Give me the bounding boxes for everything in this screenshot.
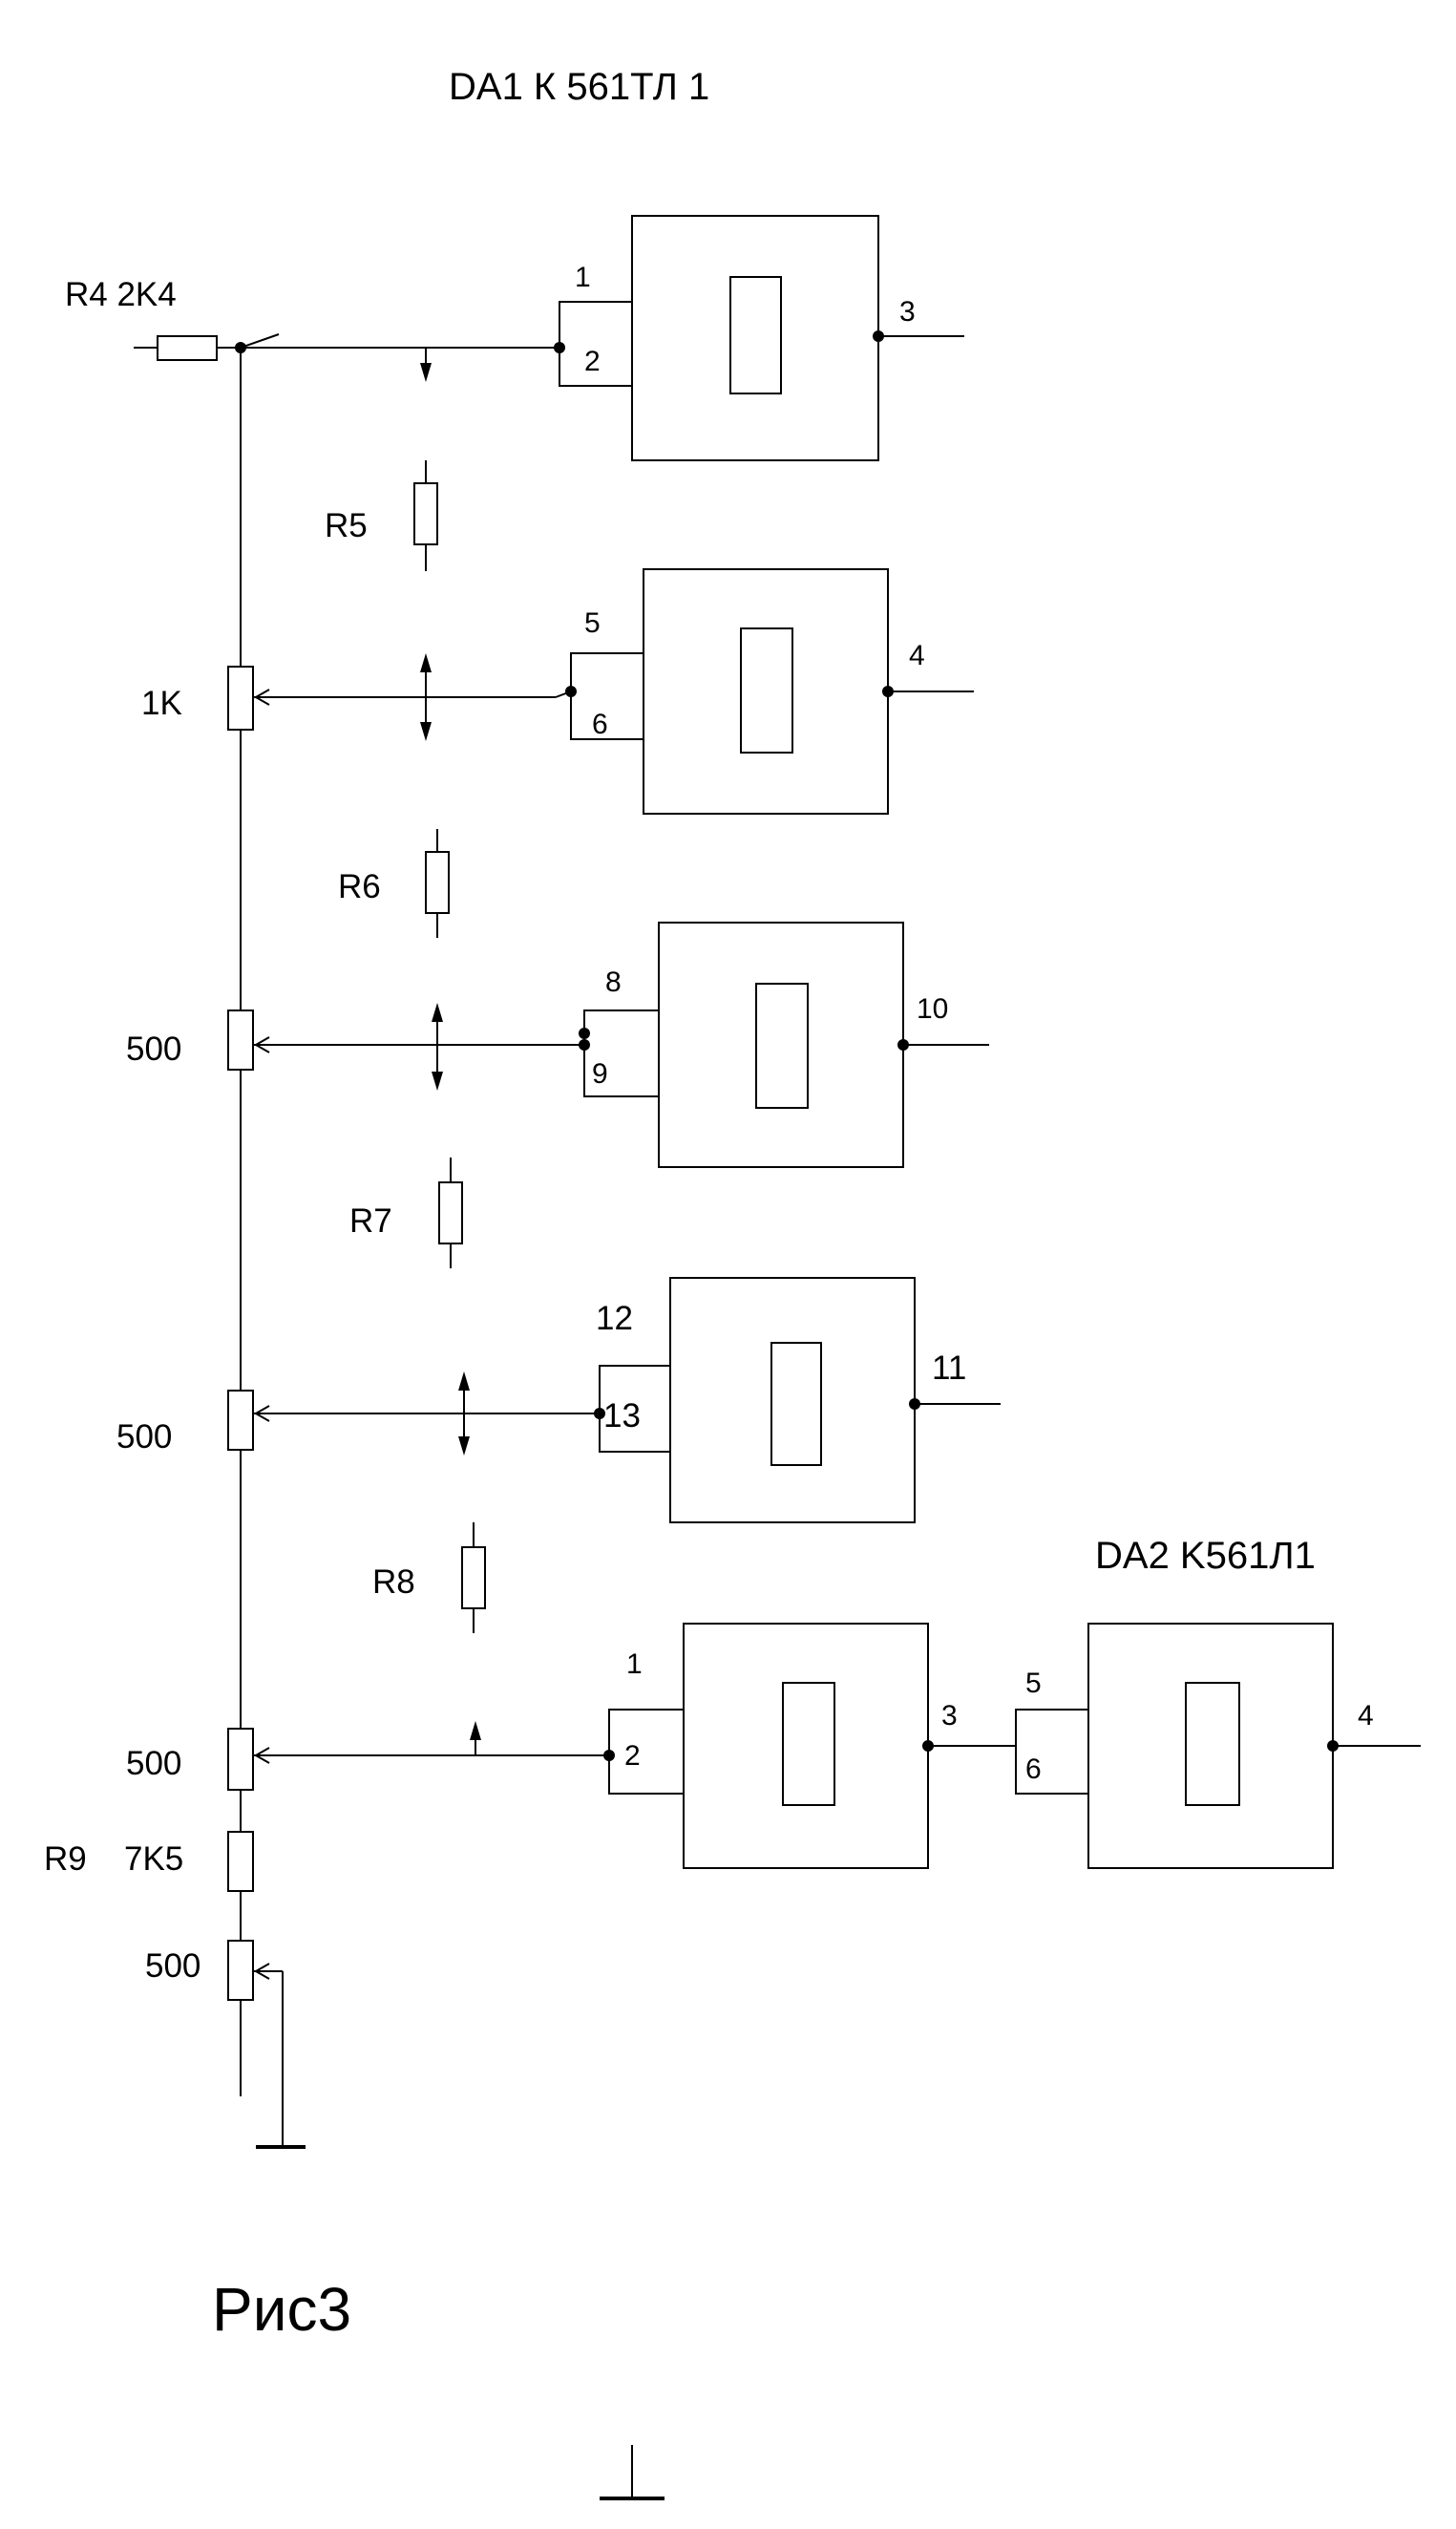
figure-caption: Рис3 — [212, 2275, 351, 2344]
resistor-r8 — [461, 1522, 486, 1633]
pin-label: 4 — [1358, 1700, 1374, 1732]
pin-label: 1 — [575, 262, 591, 293]
arrow-bidirectional-icon — [432, 1003, 443, 1091]
r9-name-label: R9 — [44, 1840, 87, 1878]
da2-title: DA2 K561Л1 — [1095, 1535, 1316, 1577]
resistor-r5 — [413, 460, 438, 571]
gate-da2 — [1015, 1623, 1421, 1869]
resistor-r7 — [438, 1158, 463, 1268]
schmitt-trigger-icon — [1185, 1682, 1240, 1806]
gate-da1-1 — [554, 215, 964, 461]
r9-value-label: 7K5 — [124, 1840, 183, 1878]
schmitt-trigger-icon — [782, 1682, 835, 1806]
pin-label: 8 — [605, 967, 622, 998]
r6-label: R6 — [338, 868, 381, 905]
pot-label: 500 — [126, 1031, 181, 1068]
r8-label: R8 — [372, 1563, 415, 1601]
pin-label: 3 — [941, 1700, 958, 1732]
potentiometer-500 — [227, 1009, 584, 1071]
arrow-up-icon — [470, 1721, 481, 1755]
pin-label: 13 — [603, 1397, 641, 1435]
arrow-bidirectional-icon — [458, 1371, 470, 1456]
gate-da1-2 — [555, 568, 974, 815]
pot-label: 500 — [126, 1745, 181, 1782]
schmitt-trigger-icon — [770, 1342, 822, 1466]
pin-label: 6 — [1025, 1753, 1042, 1785]
pin-label: 2 — [624, 1740, 641, 1772]
gate-da1-5 — [603, 1623, 1016, 1869]
pot-label: 500 — [116, 1418, 172, 1456]
pin-label: 5 — [1025, 1668, 1042, 1699]
pin-label: 1 — [626, 1648, 643, 1680]
gate-da1-3 — [579, 922, 989, 1168]
da1-title: DA1 К 561ТЛ 1 — [449, 66, 709, 108]
r5-label: R5 — [325, 507, 368, 544]
pin-label: 6 — [592, 709, 608, 740]
resistor-r9 — [227, 1831, 254, 1892]
arrow-down-icon — [420, 348, 432, 382]
r7-label: R7 — [349, 1202, 392, 1240]
arrow-bidirectional-icon — [420, 653, 432, 741]
schmitt-trigger-icon — [729, 276, 782, 394]
resistor-r6 — [425, 829, 450, 938]
pin-label: 4 — [909, 640, 925, 671]
potentiometer-500 — [227, 1940, 284, 2147]
pot-label: 500 — [145, 1947, 200, 1985]
potentiometer-1k — [227, 666, 556, 731]
schmitt-trigger-icon — [740, 627, 793, 754]
pot-label: 1K — [141, 685, 182, 722]
pin-label: 12 — [596, 1300, 633, 1337]
pin-label: 11 — [932, 1350, 966, 1387]
pin-label: 2 — [584, 346, 601, 377]
potentiometer-500 — [227, 1390, 600, 1451]
pin-label: 3 — [899, 296, 916, 328]
pin-label: 9 — [592, 1058, 608, 1090]
ground-icon — [600, 2445, 665, 2500]
pin-label: 5 — [584, 607, 601, 639]
pin-label: 10 — [917, 993, 948, 1025]
schmitt-trigger-icon — [755, 983, 809, 1109]
resistor-r4 — [134, 333, 280, 361]
gate-da1-4 — [594, 1277, 1001, 1523]
potentiometer-500 — [227, 1728, 609, 1791]
r4-label: R4 2K4 — [65, 276, 177, 313]
